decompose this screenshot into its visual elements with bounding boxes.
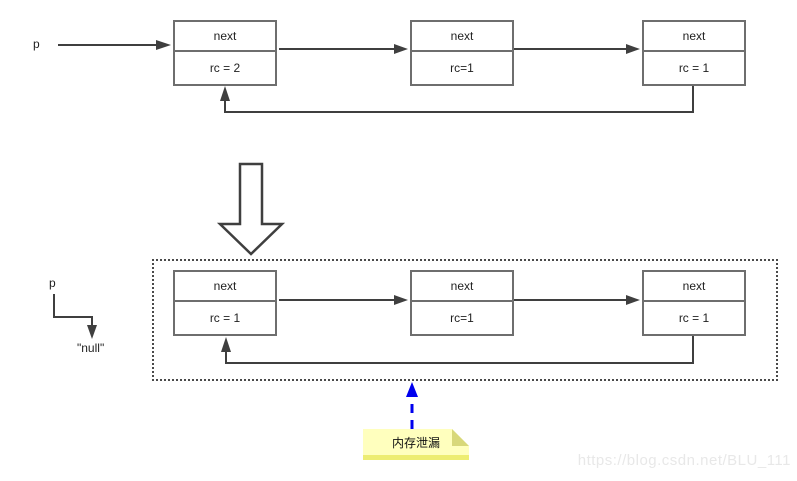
leak-callout-arrow (406, 382, 418, 429)
bottom-pointer-null-arrow (53, 294, 97, 339)
node-field-label: next (175, 22, 275, 52)
sticky-note-shape (363, 429, 469, 460)
node-field-label: next (644, 272, 744, 302)
memory-leak-note-label: 内存泄漏 (391, 436, 440, 450)
top-node-3: next rc = 1 (642, 20, 746, 86)
node-refcount-value: rc = 1 (678, 61, 710, 75)
top-arrow-node2-node3 (514, 44, 640, 54)
bottom-node-2: next rc=1 (410, 270, 514, 336)
node-field-label: next (644, 22, 744, 52)
bottom-node-1: next rc = 1 (173, 270, 277, 336)
top-arrow-node1-node2 (279, 44, 408, 54)
node-refcount-value: rc = 2 (209, 61, 241, 75)
node-refcount-value: rc=1 (450, 61, 474, 75)
bottom-pointer-label: p (49, 276, 56, 290)
node-field-label: next (412, 22, 512, 52)
top-loop-back-arrow (220, 86, 694, 113)
bottom-arrow-node2-node3 (514, 295, 640, 305)
top-node-2: next rc=1 (410, 20, 514, 86)
node-refcount-value: rc = 1 (678, 311, 710, 325)
bottom-loop-back-arrow (221, 336, 694, 364)
node-refcount-value: rc=1 (450, 311, 474, 325)
top-node-1: next rc = 2 (173, 20, 277, 86)
leaked-region-border (152, 259, 778, 381)
node-refcount-value: rc = 1 (209, 311, 241, 325)
top-pointer-arrow (58, 40, 171, 50)
top-pointer-label: p (33, 37, 40, 51)
watermark: https://blog.csdn.net/BLU_111 (577, 452, 791, 469)
bottom-arrow-node1-node2 (279, 295, 408, 305)
node-field-label: next (412, 272, 512, 302)
transition-down-arrow (216, 162, 286, 256)
null-label: "null" (77, 341, 105, 355)
bottom-node-3: next rc = 1 (642, 270, 746, 336)
node-field-label: next (175, 272, 275, 302)
